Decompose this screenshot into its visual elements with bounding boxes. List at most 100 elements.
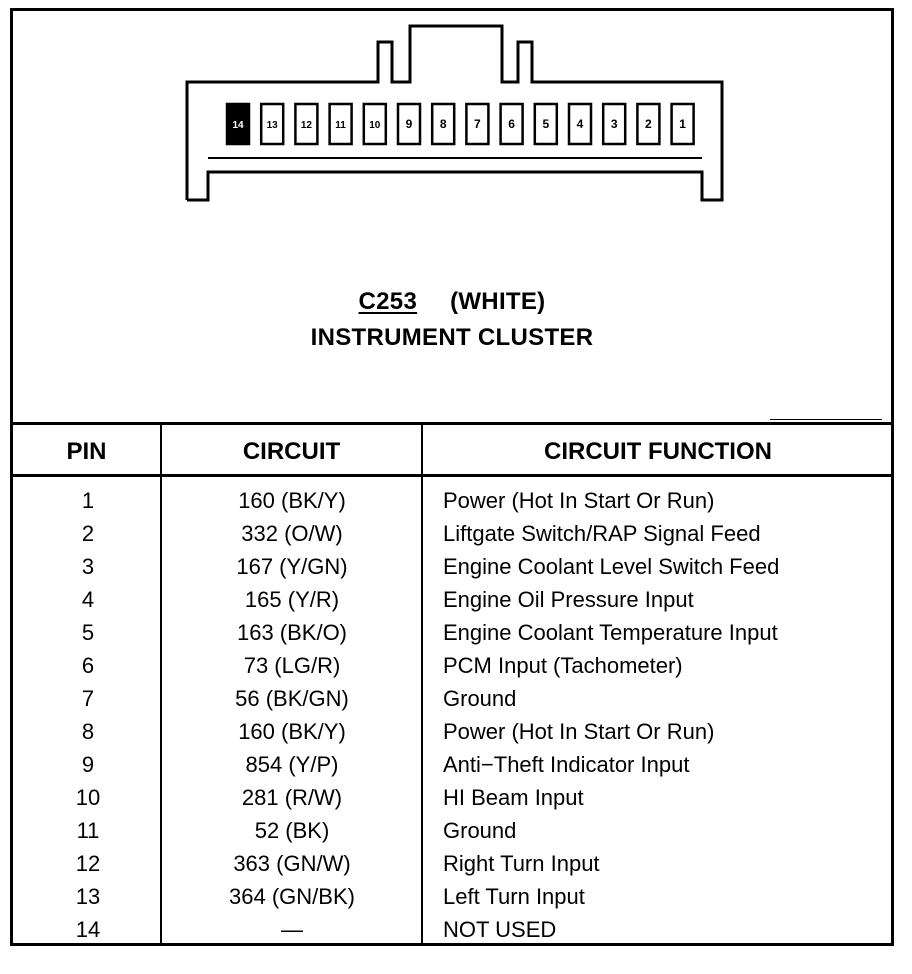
circuit-function: Power (Hot In Start Or Run) [443, 719, 715, 744]
circuit-code: 332 (O/W) [241, 521, 343, 546]
circuit-function: HI Beam Input [443, 785, 584, 810]
pin-cavity: 3 [601, 102, 627, 146]
circuit-code: 167 (Y/GN) [236, 554, 348, 579]
pin-cavity: 10 [362, 102, 388, 146]
pin-cavities: 14 13 12 11 10 9 8 7 6 5 4 3 2 1 [225, 102, 695, 146]
circuit-code: 160 (BK/Y) [238, 488, 346, 513]
pin-cavity: 8 [430, 102, 456, 146]
pin-cavity: 14 [225, 102, 251, 146]
pin-cavity: 12 [294, 102, 319, 146]
header-divider [10, 474, 894, 477]
pin-cavity: 2 [636, 102, 661, 146]
connector-color: (WHITE) [450, 288, 546, 315]
pin-cavity-label: 1 [679, 117, 686, 131]
column-divider-1 [160, 425, 162, 944]
circuit-code: 73 (LG/R) [243, 653, 341, 678]
pin-number: 3 [81, 554, 95, 579]
pin-number: 6 [81, 653, 95, 678]
connector-drawing: 14 13 12 11 10 9 8 7 6 5 4 3 2 1 [185, 24, 724, 202]
pin-cavity-label: 12 [301, 120, 313, 131]
connector-title: C253 (WHITE) INSTRUMENT CLUSTER [10, 284, 894, 356]
pin-number: 5 [81, 620, 95, 645]
circuit-function: Ground [443, 686, 517, 711]
pin-cavity: 11 [328, 102, 353, 146]
stray-line [770, 419, 882, 420]
pin-number: 11 [76, 818, 100, 843]
pin-cavity: 4 [567, 102, 593, 146]
circuit-function: PCM Input (Tachometer) [443, 653, 683, 678]
pin-cavity: 5 [533, 102, 559, 146]
circuit-function: Anti−Theft Indicator Input [443, 752, 690, 777]
circuit-function: Left Turn Input [443, 884, 585, 909]
pin-number: 13 [75, 884, 101, 909]
circuit-function: Ground [443, 818, 517, 843]
header-circuit: CIRCUIT [242, 438, 341, 465]
circuit-function: NOT USED [443, 917, 557, 942]
table-row: 3 167 (Y/GN) Engine Coolant Level Switch F… [13, 550, 891, 583]
pin-cavity-label: 13 [267, 120, 279, 131]
circuit-code: 163 (BK/O) [236, 620, 348, 645]
table-row: 10 281 (R/W) HI Beam Input [13, 781, 891, 814]
pin-number: 12 [75, 851, 101, 876]
pin-cavity-label: 5 [542, 117, 549, 131]
connector-outline [185, 24, 724, 202]
pin-number: 2 [81, 521, 95, 546]
diagram-frame [10, 8, 894, 946]
circuit-function: Power (Hot In Start Or Run) [443, 488, 715, 513]
circuit-code: 52 (BK) [254, 818, 330, 843]
pin-number: 7 [81, 686, 95, 711]
pin-cavity-label: 3 [611, 117, 618, 131]
pin-cavity-label: 2 [645, 117, 652, 131]
circuit-code: 854 (Y/P) [245, 752, 339, 777]
pin-number: 4 [81, 587, 95, 612]
pin-cavity-label: 6 [508, 117, 515, 131]
circuit-function: Engine Coolant Temperature Input [443, 620, 778, 645]
pin-cavity: 1 [670, 102, 695, 146]
table-row: 6 73 (LG/R) PCM Input (Tachometer) [13, 649, 891, 682]
table-row: 9 854 (Y/P) Anti−Theft Indicator Input [13, 748, 891, 781]
pin-cavity-label: 9 [406, 117, 413, 131]
circuit-function: Engine Coolant Level Switch Feed [443, 554, 780, 579]
circuit-code: 364 (GN/BK) [229, 884, 355, 909]
pin-number: 14 [75, 917, 101, 942]
header-function: CIRCUIT FUNCTION [544, 438, 772, 465]
table-row: 13 364 (GN/BK) Left Turn Input [13, 880, 891, 913]
pin-cavity: 13 [259, 102, 285, 146]
pin-number: 8 [81, 719, 95, 744]
connector-name: INSTRUMENT CLUSTER [310, 324, 594, 351]
table-row: 8 160 (BK/Y) Power (Hot In Start Or Run) [13, 715, 891, 748]
header-pin: PIN [66, 438, 107, 465]
pin-cavity-label: 11 [335, 120, 346, 131]
pin-cavity: 7 [465, 102, 490, 146]
pin-table: 1 160 (BK/Y) Power (Hot In Start Or Run) 2 3… [13, 484, 891, 946]
pin-cavity-label: 10 [369, 120, 381, 131]
pin-cavity-label: 14 [232, 120, 244, 131]
table-row: 14 — NOT USED [13, 913, 891, 946]
table-row: 1 160 (BK/Y) Power (Hot In Start Or Run) [13, 484, 891, 517]
pin-number: 1 [81, 488, 95, 513]
pin-cavity-label: 8 [440, 117, 447, 131]
circuit-function: Engine Oil Pressure Input [443, 587, 694, 612]
table-row: 4 165 (Y/R) Engine Oil Pressure Input [13, 583, 891, 616]
column-divider-2 [421, 425, 423, 944]
circuit-function: Liftgate Switch/RAP Signal Feed [443, 521, 761, 546]
circuit-code: 165 (Y/R) [244, 587, 340, 612]
circuit-code: 281 (R/W) [241, 785, 343, 810]
circuit-code: 160 (BK/Y) [238, 719, 346, 744]
section-divider [10, 422, 894, 425]
pin-cavity: 9 [396, 102, 422, 146]
table-row: 7 56 (BK/GN) Ground [13, 682, 891, 715]
circuit-code: — [281, 917, 303, 942]
circuit-code: 363 (GN/W) [233, 851, 351, 876]
pin-number: 10 [75, 785, 101, 810]
pin-cavity: 6 [499, 102, 524, 146]
pin-cavity-label: 4 [577, 117, 584, 131]
table-row: 2 332 (O/W) Liftgate Switch/RAP Signal Fee… [13, 517, 891, 550]
table-row: 11 52 (BK) Ground [13, 814, 891, 847]
connector-code: C253 [358, 288, 418, 315]
pin-cavity-label: 7 [474, 117, 481, 131]
table-row: 5 163 (BK/O) Engine Coolant Temperature In… [13, 616, 891, 649]
circuit-code: 56 (BK/GN) [235, 686, 349, 711]
pin-number: 9 [81, 752, 95, 777]
